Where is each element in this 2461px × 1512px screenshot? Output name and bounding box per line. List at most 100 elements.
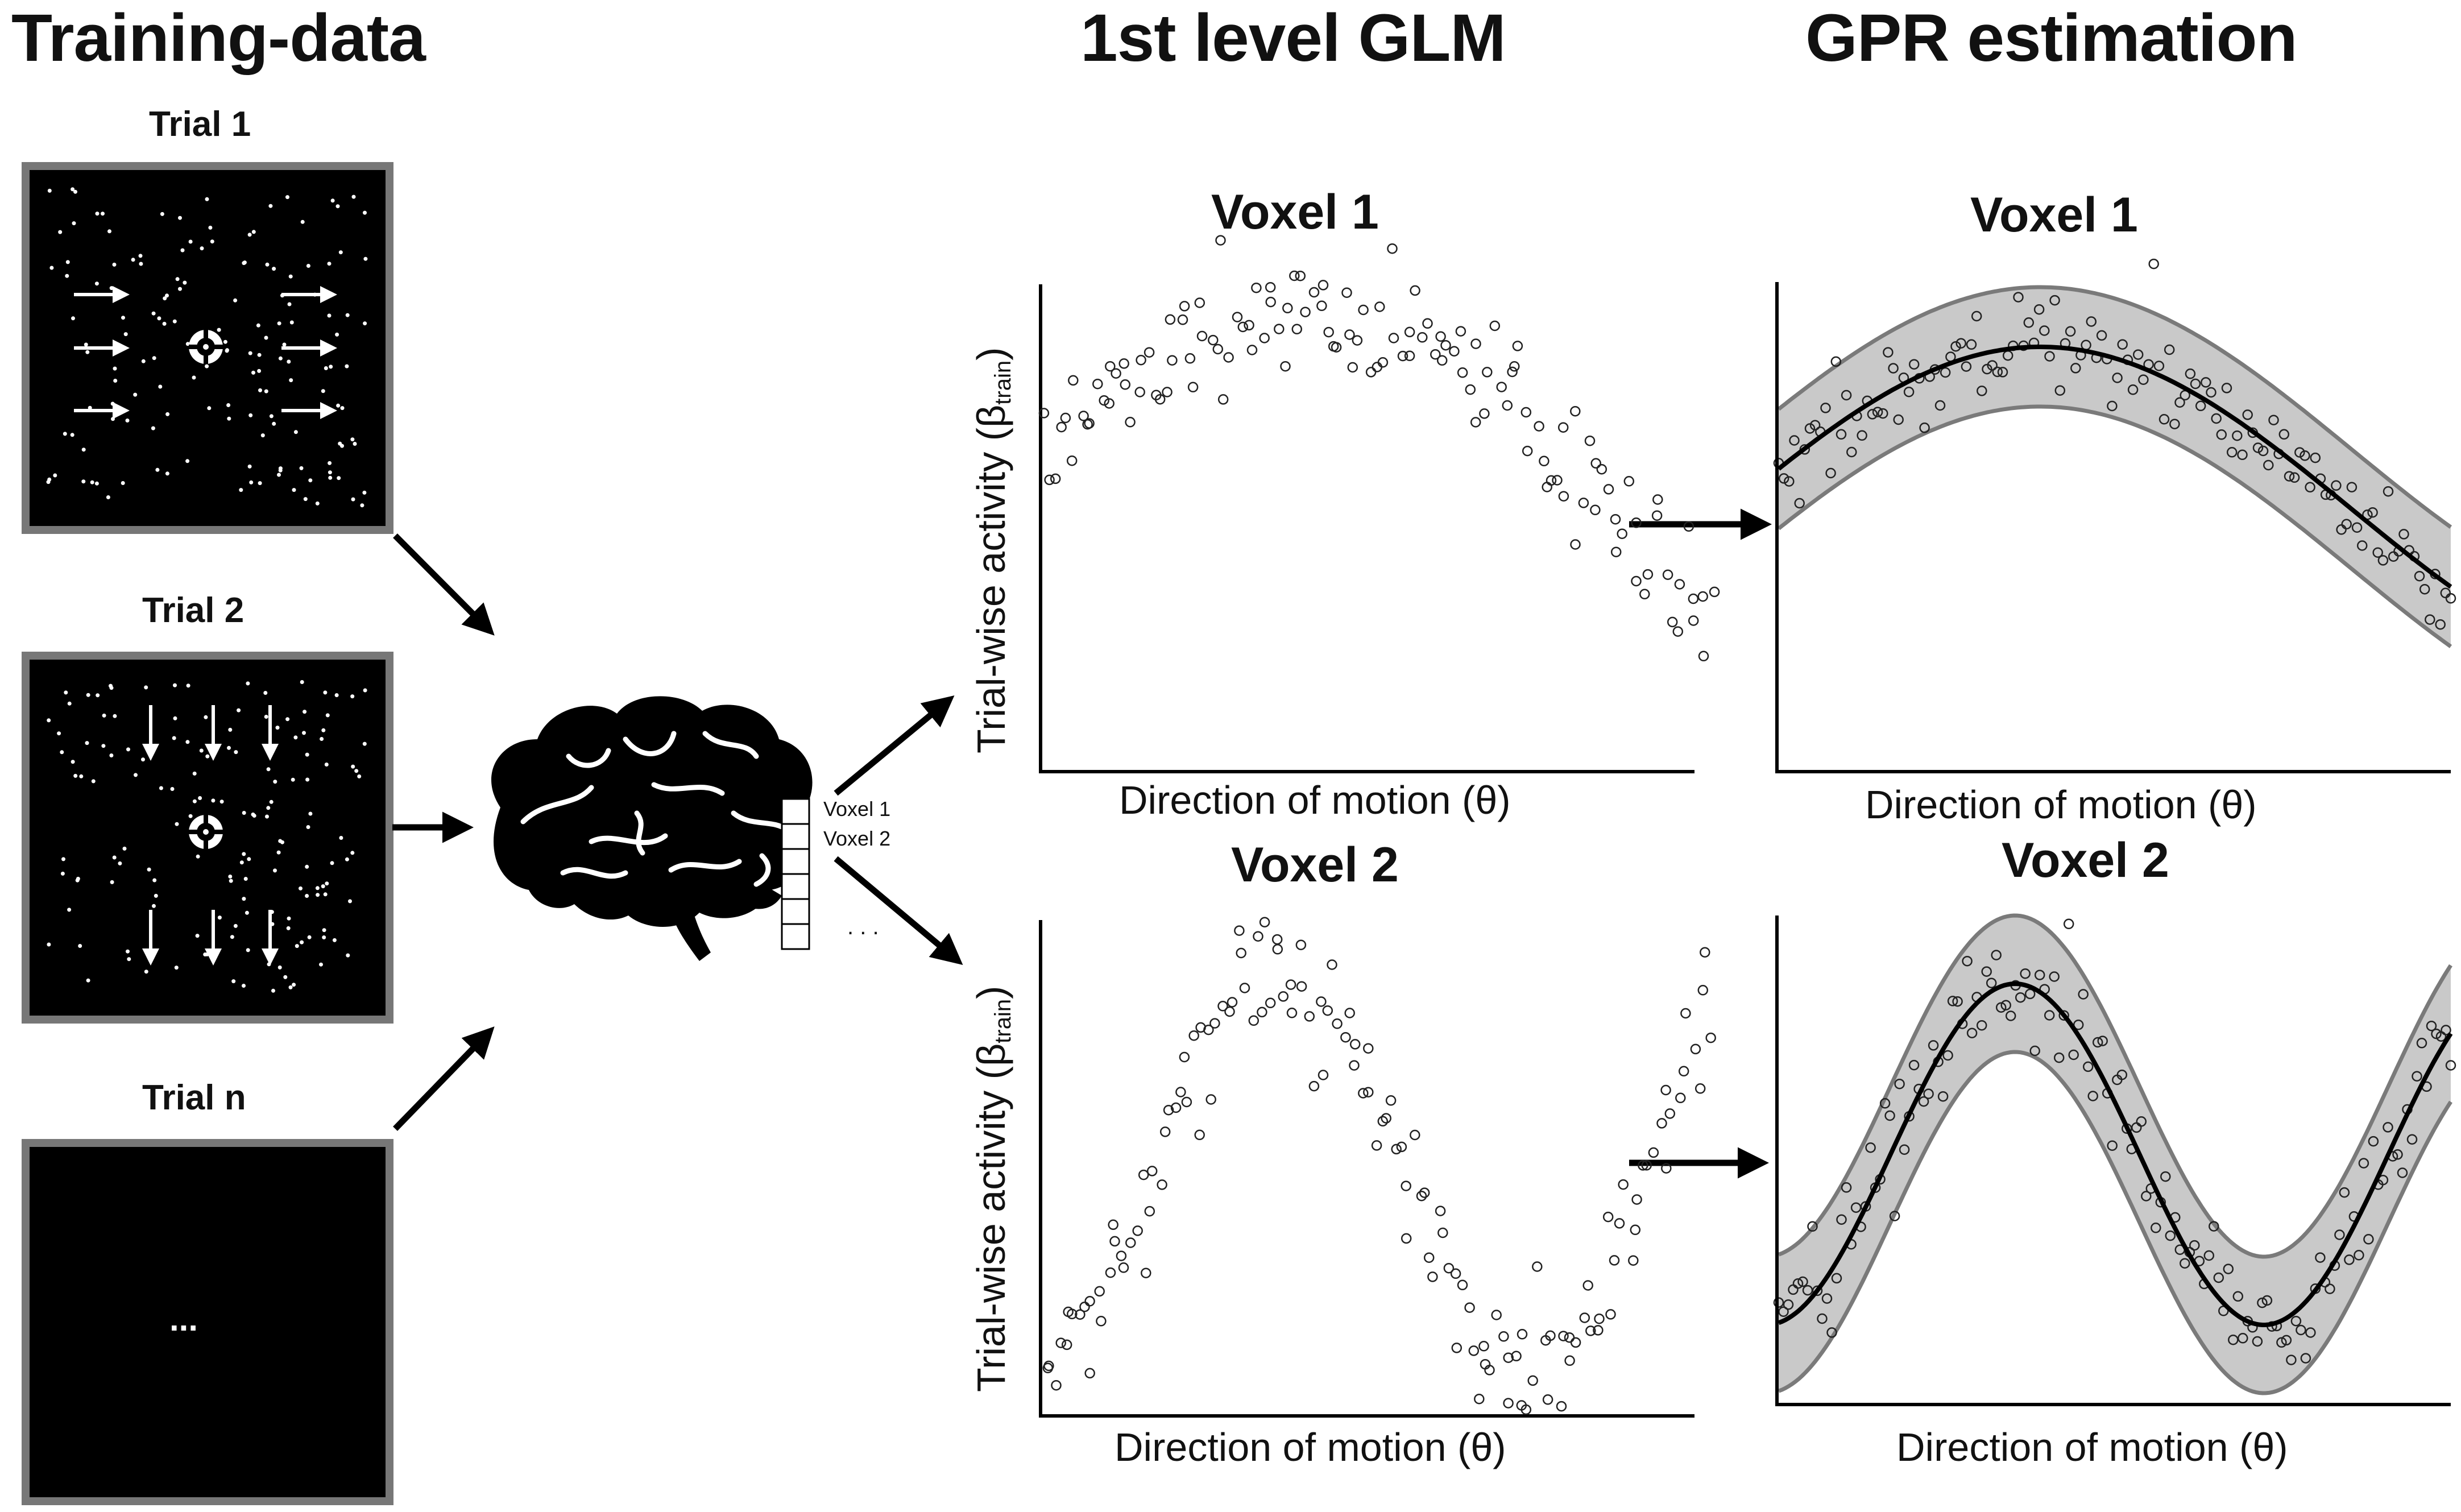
data-point [2223,1264,2234,1274]
stimulus-trial-2 [22,652,393,1024]
data-point [2086,316,2097,327]
motion-dot [247,857,251,861]
data-point [1381,1113,1391,1124]
data-point [1340,1032,1351,1043]
data-point [1323,326,1334,338]
data-point [1709,586,1720,598]
data-point [1532,1261,1543,1272]
data-point [1194,1129,1205,1141]
data-point [2117,339,2128,350]
motion-dot [113,379,118,383]
data-point [1170,1102,1182,1113]
data-point [2416,1038,2427,1049]
data-point [1966,1028,1978,1038]
data-point [2153,361,2165,371]
motion-dot [228,727,233,732]
data-point [1660,1084,1671,1096]
data-point [1286,1008,1298,1018]
data-point [1187,382,1199,393]
data-point [1374,301,1385,312]
motion-dot [277,473,281,477]
data-point [1265,281,1276,293]
data-point [1078,411,1089,421]
motion-dot [335,204,340,209]
data-point [2419,583,2430,595]
data-point [1593,1325,1604,1336]
data-point [1371,1140,1382,1151]
data-point [1558,1331,1569,1341]
data-point [1259,333,1270,343]
data-point [1341,287,1352,298]
motion-dot [251,370,255,375]
data-point [1570,1337,1581,1348]
motion-dot [188,814,193,818]
data-point [2263,459,2274,471]
data-point [1664,1108,1676,1119]
data-point [2331,480,2342,491]
data-point [2281,1335,2292,1346]
data-point [1511,1351,1522,1362]
data-point [1971,310,1982,322]
data-point [1257,1006,1267,1018]
motion-dot [47,718,51,723]
motion-dot [269,414,274,419]
data-point [1517,1329,1528,1340]
data-point [1590,504,1601,516]
data-point [1638,1160,1648,1171]
data-point [1961,361,1972,372]
data-point [1680,1008,1691,1019]
motion-dot [321,728,326,732]
motion-dot [60,750,64,755]
data-point [1865,1142,1876,1153]
data-point [1651,510,1663,521]
data-point [1966,339,1977,350]
motion-dot [299,466,304,470]
data-point [1372,362,1383,372]
data-point [1585,1325,1596,1336]
data-point [1450,1268,1461,1279]
motion-dot [360,503,364,508]
motion-dot [323,892,328,897]
motion-dot [263,691,268,695]
data-point [1232,312,1243,322]
motion-dot [260,433,265,438]
motion-dot [185,459,190,463]
data-point [1391,1144,1402,1155]
motion-dot [47,942,51,947]
motion-dot [264,715,268,719]
data-point [1831,1273,1842,1284]
data-point [1105,361,1116,372]
data-point [2228,1334,2239,1345]
motion-dot [47,188,52,193]
data-point [2261,1295,2273,1306]
motion-dot [205,364,209,368]
glm-voxel-1-ylabel: Trial-wise activity (βtrain) [969,347,1016,753]
data-point [1539,455,1549,467]
data-point [1962,955,1973,967]
data-point [1184,353,1196,364]
motion-dot [118,861,122,865]
glm-plot-voxel-2 [1039,917,1716,1418]
motion-dot [282,342,287,347]
data-point [1265,296,1276,308]
motion-dot [180,248,185,252]
data-point [2278,429,2290,440]
data-point [1084,1296,1095,1307]
data-point [1125,417,1136,428]
data-point [2426,1020,2437,1032]
data-point [2398,529,2409,540]
motion-dot [329,364,333,369]
vector-label-voxel-1: Voxel 1 [823,797,891,821]
data-point [1794,498,1805,509]
motion-dot [141,359,146,363]
motion-dot [336,403,341,408]
data-point [1194,297,1205,308]
data-point [1043,1360,1054,1372]
data-point [1579,1312,1590,1323]
motion-dot [152,904,156,908]
data-point [1423,1252,1435,1263]
data-point [1570,405,1581,417]
data-point [2065,326,2076,337]
data-point [1688,615,1699,626]
